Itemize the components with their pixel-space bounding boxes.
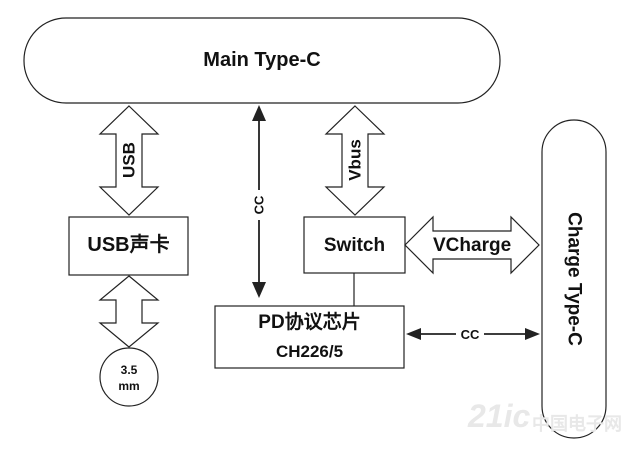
switch-label: Switch (323, 235, 386, 256)
cc-vertical-label: CC (251, 195, 267, 215)
main-type-c-label: Main Type-C (203, 49, 321, 71)
vcharge-arrow-label: VCharge (433, 235, 512, 256)
vbus-arrow-label: Vbus (345, 139, 365, 181)
audio-jack-circle (99, 347, 159, 407)
audio-jack-size-label: 3.5 (120, 363, 138, 377)
charge-type-c-block (541, 119, 607, 439)
main-type-c-block (23, 17, 501, 104)
audio-double-arrow (98, 275, 160, 348)
vbus-double-arrow (324, 105, 386, 216)
pd-chip-box (214, 305, 405, 369)
cc-horizontal-arrowhead-left (406, 328, 421, 340)
audio-jack-unit-label: mm (118, 379, 140, 393)
cc-vertical-arrowhead-top (252, 105, 266, 121)
pd-chip-model-label: CH226/5 (275, 342, 344, 361)
cc-horizontal-label: CC (460, 327, 480, 342)
cc-vertical-arrowhead-bottom (252, 282, 266, 298)
watermark-brand: 21ic (468, 398, 531, 434)
charge-type-c-label: Charge Type-C (563, 212, 585, 346)
usb-sound-card-box (68, 216, 189, 276)
pd-chip-label: PD协议芯片 (258, 312, 361, 333)
usb-arrow-label: USB (119, 142, 139, 178)
usb-sound-card-label: USB声卡 (87, 234, 170, 256)
cc-horizontal-label-bg (456, 325, 484, 343)
watermark-site: 中国电子网 (532, 414, 622, 434)
vcharge-double-arrow (404, 215, 540, 275)
cc-horizontal-arrowhead-right (525, 328, 540, 340)
cc-vertical-label-bg (251, 190, 267, 220)
usb-double-arrow (98, 105, 160, 216)
